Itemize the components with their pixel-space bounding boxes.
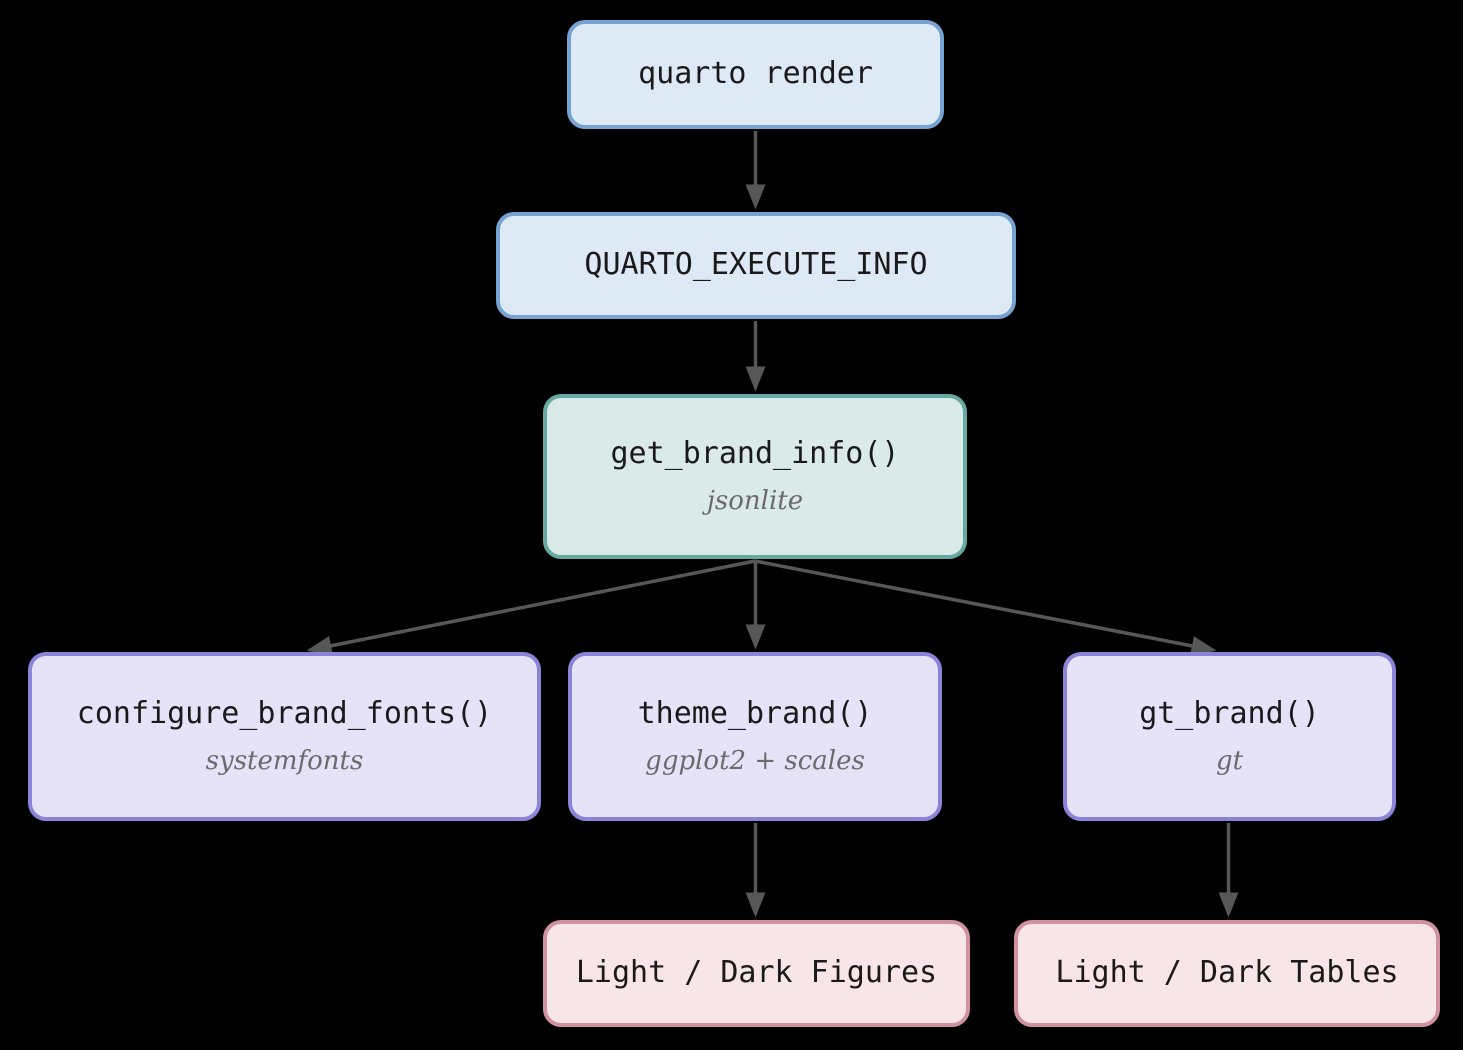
node-sublabel: ggplot2 + scales xyxy=(645,746,865,777)
node-quarto-execute-info: QUARTO_EXECUTE_INFO xyxy=(496,212,1016,319)
node-label: gt_brand() xyxy=(1139,695,1320,731)
node-quarto-render: quarto render xyxy=(567,20,944,129)
edge-get-brand-info-to-configure-brand-fonts xyxy=(306,559,756,656)
node-configure-brand-fonts: configure_brand_fonts() systemfonts xyxy=(28,652,541,821)
node-sublabel: jsonlite xyxy=(706,486,804,517)
node-label: Light / Dark Tables xyxy=(1055,955,1399,991)
node-light-dark-tables: Light / Dark Tables xyxy=(1014,920,1440,1027)
node-get-brand-info: get_brand_info() jsonlite xyxy=(543,394,967,559)
node-label: configure_brand_fonts() xyxy=(76,695,493,731)
node-sublabel: gt xyxy=(1215,746,1244,777)
node-light-dark-figures: Light / Dark Figures xyxy=(543,920,970,1027)
node-theme-brand: theme_brand() ggplot2 + scales xyxy=(568,652,942,821)
node-label: QUARTO_EXECUTE_INFO xyxy=(584,247,928,283)
node-label: quarto render xyxy=(638,56,873,92)
node-label: Light / Dark Figures xyxy=(575,955,938,991)
node-gt-brand: gt_brand() gt xyxy=(1063,652,1396,821)
edge-get-brand-info-to-gt-brand xyxy=(754,559,1217,656)
node-label: get_brand_info() xyxy=(610,435,900,471)
node-sublabel: systemfonts xyxy=(205,746,364,777)
node-label: theme_brand() xyxy=(637,695,873,731)
